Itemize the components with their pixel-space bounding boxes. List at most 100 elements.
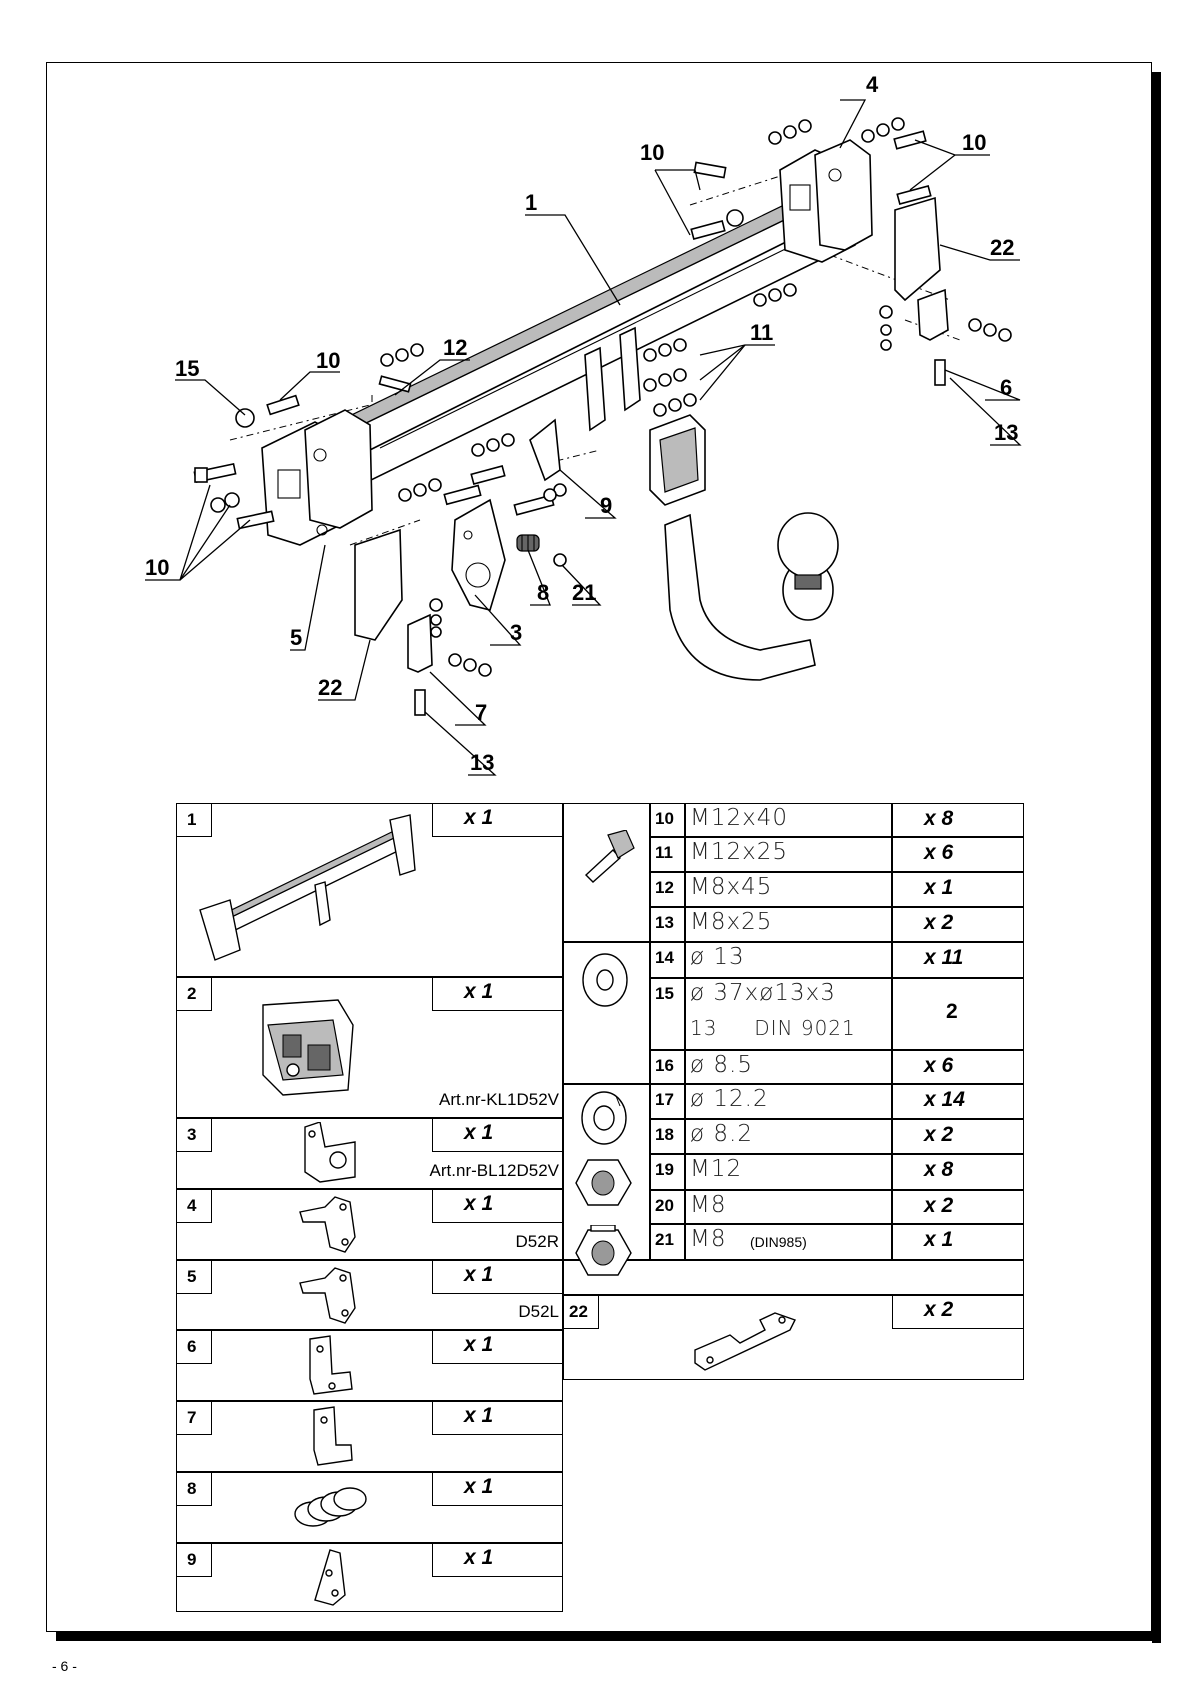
callout-12: 12 xyxy=(443,335,467,360)
callout-21: 21 xyxy=(572,580,596,605)
part-qty: x 1 xyxy=(464,1263,494,1286)
spec-box xyxy=(685,803,892,837)
bracket-6-part xyxy=(917,288,949,341)
hex-nut-thumbnail xyxy=(573,1155,633,1215)
leader-lines xyxy=(145,99,1022,776)
part-qty: x 1 xyxy=(464,1404,494,1427)
socket-plate-part xyxy=(451,498,506,611)
crossbar-thumbnail xyxy=(195,810,425,975)
part-number-box xyxy=(176,1189,212,1223)
socket-plate-thumbnail xyxy=(300,1121,360,1189)
spec-value: ø 8.2 xyxy=(690,1121,753,1147)
spec-qty-box xyxy=(892,872,1024,907)
spec-value: M8 xyxy=(690,1192,727,1218)
spec-box xyxy=(685,872,892,907)
part-number-box xyxy=(176,1330,212,1364)
spec-qty: x 11 xyxy=(924,946,964,969)
article-number: D52L xyxy=(518,1302,559,1321)
spec-qty: x 1 xyxy=(924,1228,954,1251)
spec-value: M12 xyxy=(690,1156,743,1182)
callout-8: 8 xyxy=(537,580,549,605)
spec-box xyxy=(685,1084,892,1119)
bracket-d52r-thumbnail xyxy=(295,1192,365,1262)
parts-left-row xyxy=(176,1189,563,1260)
spec-qty: x 2 xyxy=(924,911,954,934)
spec-number: 11 xyxy=(655,843,673,862)
spec-number: 18 xyxy=(655,1125,674,1144)
part-qty-box xyxy=(432,1260,563,1294)
spec-box xyxy=(685,1224,892,1260)
exploded-view-diagram: 1 4 10 10 22 11 12 10 15 10 5 22 3 8 21 … xyxy=(145,72,1022,776)
spacer-plate-left xyxy=(354,528,403,641)
part-number: 8 xyxy=(187,1479,197,1498)
parts-left-row xyxy=(176,803,563,977)
part-qty: x 1 xyxy=(464,1475,494,1498)
part-qty-box xyxy=(432,1472,563,1506)
part-qty-box xyxy=(432,1330,563,1364)
spec-number-box xyxy=(650,1190,685,1224)
spec-number-box xyxy=(650,1119,685,1154)
spec-qty: x 2 xyxy=(924,1123,954,1146)
article-number: Art.nr-KL1D52V xyxy=(439,1090,559,1109)
spec-box xyxy=(685,1119,892,1154)
spec-value: M8x45 xyxy=(690,874,773,900)
spec-number: 17 xyxy=(655,1090,674,1109)
left-bracket-part xyxy=(261,409,373,546)
callout-10-top: 10 xyxy=(640,140,664,165)
spec-box xyxy=(685,978,892,1050)
spec-qty-box xyxy=(892,1050,1024,1084)
spec-qty: x 8 xyxy=(924,807,954,830)
spec-number: 20 xyxy=(655,1196,674,1215)
bolt-group-box xyxy=(563,803,650,942)
part-number-box xyxy=(176,1543,212,1577)
spec-number-box xyxy=(650,872,685,907)
spec-norm: (DIN985) xyxy=(750,1234,807,1250)
spec-number-box xyxy=(650,978,685,1050)
part-qty-box xyxy=(892,1295,1024,1329)
callout-22-left: 22 xyxy=(318,675,342,700)
part-number: 9 xyxy=(187,1550,197,1569)
bracket-7-part xyxy=(407,613,433,673)
parts-left-row xyxy=(176,1260,563,1330)
parts-left-row xyxy=(176,977,563,1118)
part-qty: x 1 xyxy=(464,806,494,829)
part-qty-box xyxy=(432,1118,563,1152)
part-number: 22 xyxy=(569,1302,588,1321)
spec-value: ø 8.5 xyxy=(690,1052,753,1078)
spec-number-box xyxy=(650,837,685,872)
fastener-group xyxy=(193,117,1012,716)
callout-6: 6 xyxy=(1000,375,1012,400)
part-qty: x 1 xyxy=(464,1192,494,1215)
callout-1: 1 xyxy=(525,190,537,215)
spec-qty-box xyxy=(892,803,1024,837)
spec-qty: x 8 xyxy=(924,1158,954,1181)
spec-qty: x 2 xyxy=(924,1194,954,1217)
part-number-box xyxy=(176,1401,212,1435)
spec-qty-box xyxy=(892,942,1024,978)
callout-10-upper-left: 10 xyxy=(316,348,340,373)
part-qty: x 1 xyxy=(464,1546,494,1569)
bracket-d52l-thumbnail xyxy=(295,1263,365,1333)
spec-number-box xyxy=(650,1224,685,1260)
bracket-6-thumbnail xyxy=(302,1334,357,1403)
spec-number-box xyxy=(650,1050,685,1084)
spec-number: 14 xyxy=(655,948,674,967)
spec-number-box xyxy=(650,1084,685,1119)
part-number: 6 xyxy=(187,1337,197,1356)
frame-shadow-right xyxy=(1152,72,1161,1643)
parts-left-row xyxy=(176,1472,563,1543)
bracket-7-thumbnail xyxy=(306,1405,358,1474)
callout-10-right: 10 xyxy=(962,130,986,155)
plate-22-row xyxy=(563,1295,1024,1380)
callout-10-lower-left: 10 xyxy=(145,555,169,580)
spec-value: M12x40 xyxy=(690,805,788,831)
spec-number: 21 xyxy=(655,1230,674,1249)
part-number: 4 xyxy=(187,1196,197,1215)
part-qty-box xyxy=(432,1401,563,1435)
spec-value: ø 13 xyxy=(690,944,745,970)
spec-number-box xyxy=(650,1154,685,1190)
spec-box xyxy=(685,1154,892,1190)
part-qty-box xyxy=(432,1189,563,1223)
article-number: Art.nr-BL12D52V xyxy=(429,1161,559,1180)
right-bracket-part xyxy=(779,139,873,263)
